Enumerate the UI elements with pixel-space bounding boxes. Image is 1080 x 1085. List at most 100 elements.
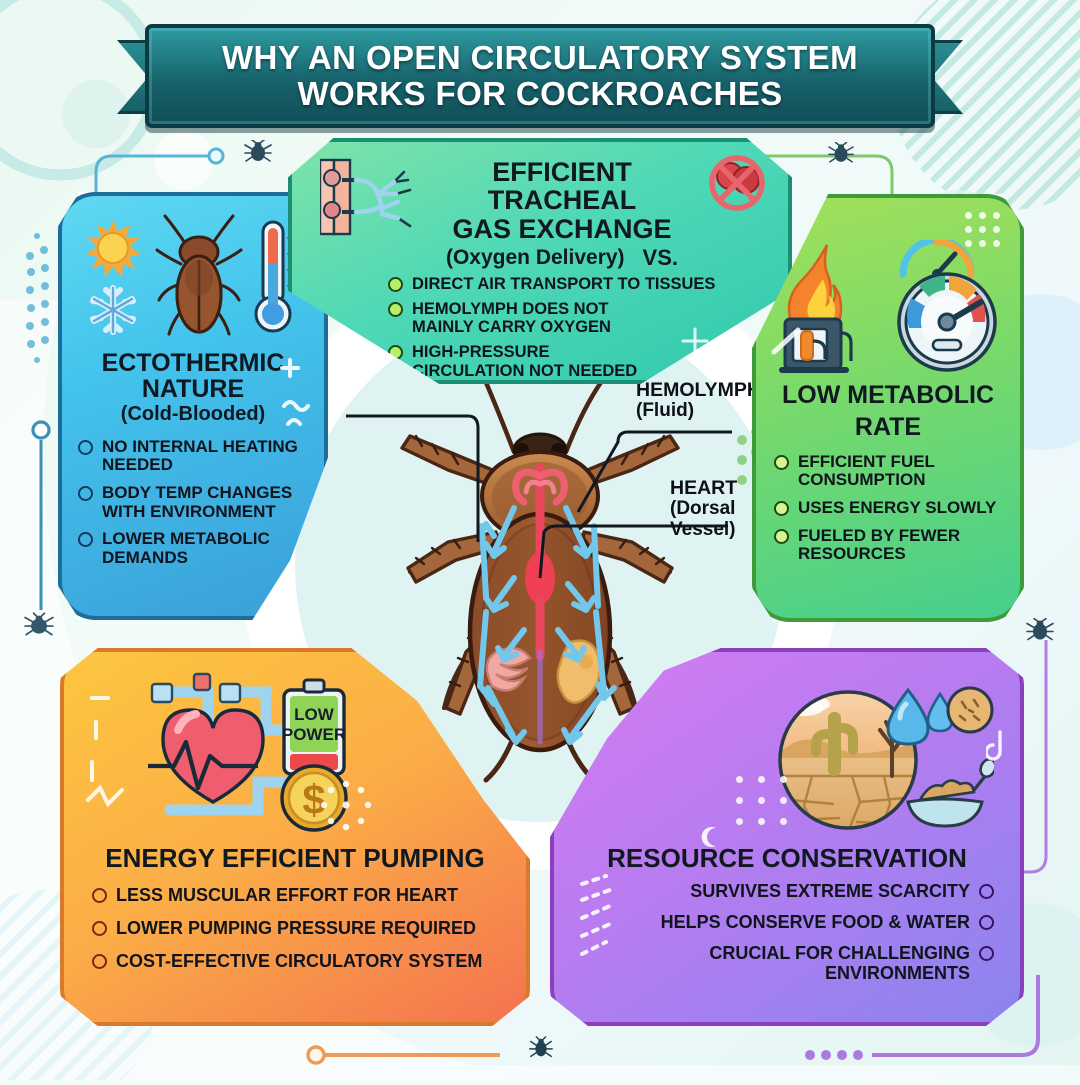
bullet-text: USES ENERGY SLOWLY bbox=[798, 497, 997, 517]
vs-label: VS. bbox=[642, 245, 679, 271]
flame-icon bbox=[787, 244, 843, 335]
list-item: HEMOLYMPH DOES NOT MAINLY CARRY OXYGEN bbox=[388, 300, 788, 336]
panel-title-tracheal-line-1: EFFICIENT TRACHEAL bbox=[487, 157, 637, 216]
gauge-icon bbox=[899, 240, 975, 279]
thermometer-icon bbox=[254, 220, 305, 333]
panel-title-metabolic-line-2: RATE bbox=[854, 413, 922, 442]
sparkle-decoration-icon bbox=[681, 327, 709, 355]
panel-resource-conservation[interactable]: RESOURCE CONSERVATION SURVIVES EXTREME S… bbox=[550, 648, 1024, 1026]
panel-subtitle-tracheal: (Oxygen Delivery) bbox=[445, 246, 625, 270]
bullet-marker bbox=[78, 439, 93, 455]
title-line-2: WORKS FOR COCKROACHES bbox=[297, 75, 783, 112]
bullet-marker bbox=[388, 345, 403, 361]
dot-grid-decoration bbox=[965, 212, 1000, 247]
panel-energy-efficient-pumping[interactable]: LOW POWER $ ENERGY EFFICIENT PUMPING LES… bbox=[60, 648, 530, 1026]
list-item: HELPS CONSERVE FOOD & WATER bbox=[554, 912, 994, 933]
title-line-1: WHY AN OPEN CIRCULATORY SYSTEM bbox=[221, 39, 858, 77]
list-item: LESS MUSCULAR EFFORT FOR HEART bbox=[92, 885, 526, 906]
panel-tracheal-gas-exchange[interactable]: EFFICIENT TRACHEAL GAS EXCHANGE (Oxygen … bbox=[288, 138, 792, 384]
bullet-marker bbox=[979, 915, 994, 931]
bullet-marker bbox=[774, 528, 789, 544]
panel-pumping-body: LOW POWER $ ENERGY EFFICIENT PUMPING LES… bbox=[60, 648, 530, 1026]
bullet-text: HEMOLYMPH DOES NOT MAINLY CARRY OXYGEN bbox=[412, 300, 611, 337]
svg-text:$: $ bbox=[302, 776, 325, 823]
metabolic-icon-row bbox=[756, 240, 1020, 376]
label-heart-sub-2: Vessel) bbox=[670, 518, 736, 540]
panel-low-metabolic-rate[interactable]: LOW METABOLIC RATE EFFICIENT FUEL CONSUM… bbox=[752, 194, 1024, 622]
label-leader-lines bbox=[346, 414, 732, 579]
panel-ectothermic-nature[interactable]: ECTOTHERMIC NATURE (Cold-Blooded) NO INT… bbox=[58, 192, 328, 620]
trachea-spiracle-icon bbox=[320, 158, 412, 236]
ectothermic-bullet-list: NO INTERNAL HEATING NEEDED BODY TEMP CHA… bbox=[78, 437, 324, 577]
label-hemolymph: HEMOLYMPH (Fluid) bbox=[636, 379, 816, 422]
label-heart: HEART (Dorsal Vessel) bbox=[670, 477, 820, 540]
dollar-coin-icon: $ bbox=[280, 764, 348, 832]
bullet-marker bbox=[92, 921, 107, 937]
cockroach-silhouette-icon bbox=[24, 612, 54, 636]
food-bowl-icon bbox=[906, 758, 997, 828]
bullet-text: SURVIVES EXTREME SCARCITY bbox=[690, 881, 970, 902]
cracker-icon bbox=[946, 686, 994, 734]
bullet-text: HIGH-PRESSURE CIRCULATION NOT NEEDED bbox=[412, 343, 638, 380]
gut-organ bbox=[485, 646, 532, 692]
panel-title-metabolic-line-1: LOW METABOLIC bbox=[782, 381, 994, 409]
dot-grid-decoration bbox=[736, 776, 788, 825]
bullet-text: LESS MUSCULAR EFFORT FOR HEART bbox=[116, 885, 458, 906]
list-item: COST-EFFECTIVE CIRCULATORY SYSTEM bbox=[92, 950, 526, 972]
cockroach-silhouette-icon bbox=[529, 1036, 553, 1058]
line-decoration-icon bbox=[86, 696, 124, 808]
bullet-text: HELPS CONSERVE FOOD & WATER bbox=[660, 912, 970, 933]
cockroach-silhouette-icon bbox=[1026, 618, 1054, 641]
bullet-text: FUELED BY FEWER RESOURCES bbox=[798, 525, 961, 564]
bullet-marker bbox=[388, 302, 403, 318]
heart-icon bbox=[148, 708, 265, 804]
bullet-text: COST-EFFECTIVE CIRCULATORY SYSTEM bbox=[116, 950, 483, 971]
pumping-bullet-list: LESS MUSCULAR EFFORT FOR HEART LOWER PUM… bbox=[92, 885, 526, 984]
dorsal-vessel-heart bbox=[512, 463, 568, 745]
sun-snowflake-icons bbox=[86, 220, 141, 335]
gauge-speedometer-icons bbox=[897, 240, 997, 372]
bullet-text: DIRECT AIR TRANSPORT TO TISSUES bbox=[412, 275, 716, 294]
panel-tracheal-body: EFFICIENT TRACHEAL GAS EXCHANGE (Oxygen … bbox=[288, 138, 792, 384]
dashed-lines-decoration-icon bbox=[580, 874, 612, 956]
bullet-marker bbox=[388, 277, 403, 293]
banner-plate: WHY AN OPEN CIRCULATORY SYSTEM WORKS FOR… bbox=[145, 24, 935, 128]
crescent-decoration-icon bbox=[701, 827, 716, 847]
list-item: DIRECT AIR TRANSPORT TO TISSUES bbox=[388, 275, 788, 293]
bullet-text: LOWER METABOLIC DEMANDS bbox=[102, 529, 270, 567]
cockroach-silhouette-icon bbox=[244, 140, 272, 162]
list-item: SURVIVES EXTREME SCARCITY bbox=[554, 881, 994, 902]
bullet-marker bbox=[92, 888, 107, 904]
bullet-marker bbox=[774, 500, 789, 516]
speedometer-icon bbox=[897, 272, 997, 372]
list-item: NO INTERNAL HEATING NEEDED bbox=[78, 437, 324, 475]
hemolymph-flow-arrows bbox=[477, 505, 617, 745]
list-item: HIGH-PRESSURE CIRCULATION NOT NEEDED bbox=[388, 343, 788, 380]
list-item: CRUCIAL FOR CHALLENGING ENVIRONMENTS bbox=[554, 942, 994, 984]
label-heart-name: HEART bbox=[670, 477, 738, 499]
label-heart-sub-1: (Dorsal bbox=[670, 498, 736, 520]
label-hemolymph-name: HEMOLYMPH bbox=[636, 379, 761, 401]
panel-metabolic-body: LOW METABOLIC RATE EFFICIENT FUEL CONSUM… bbox=[752, 194, 1024, 622]
sun-icon bbox=[86, 220, 141, 277]
cockroach-silhouette-icon bbox=[828, 142, 854, 163]
metabolic-bullet-list: EFFICIENT FUEL CONSUMPTION USES ENERGY S… bbox=[774, 452, 1020, 573]
resource-bullet-list: SURVIVES EXTREME SCARCITY HELPS CONSERVE… bbox=[554, 881, 994, 994]
flame-fuel-pump-icons bbox=[779, 244, 853, 373]
cactus-icon bbox=[811, 712, 858, 776]
bullet-marker bbox=[979, 884, 994, 900]
battery-low-icon: LOW POWER bbox=[282, 678, 346, 776]
bullet-marker bbox=[78, 532, 93, 548]
battery-label-line-1: LOW bbox=[294, 705, 335, 724]
cockroach-icon bbox=[155, 214, 243, 336]
bullet-marker bbox=[979, 945, 994, 961]
resource-icon-row bbox=[756, 672, 997, 843]
fuel-pump-icon bbox=[779, 317, 853, 373]
bullet-text: CRUCIAL FOR CHALLENGING ENVIRONMENTS bbox=[709, 942, 970, 983]
label-hemolymph-sub-1: (Fluid) bbox=[636, 400, 695, 422]
page-title: WHY AN OPEN CIRCULATORY SYSTEM WORKS FOR… bbox=[208, 40, 872, 111]
bullet-marker bbox=[78, 485, 93, 501]
no-red-blood-cell-icon bbox=[709, 155, 765, 211]
battery-label-line-2: POWER bbox=[282, 725, 346, 744]
desert-drought-icons bbox=[778, 686, 997, 830]
